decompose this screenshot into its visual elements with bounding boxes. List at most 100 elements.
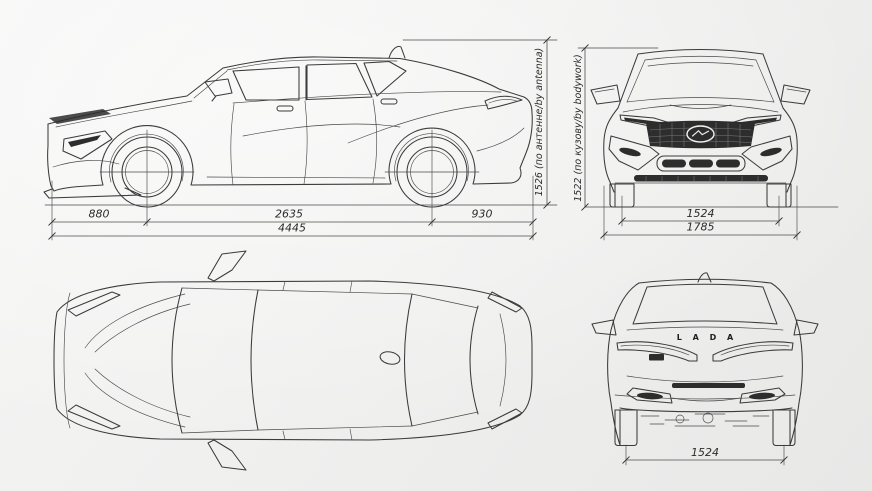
- diffuser-center-arc: [671, 397, 741, 402]
- trunk-badge-text: L A D A: [677, 333, 737, 342]
- headlight-top-left: [67, 291, 121, 317]
- fog-recess-right: [741, 135, 793, 171]
- height-dimension-antenna: 1526 (по антенне/by antenna): [402, 36, 558, 209]
- trunk-cut-arc: [499, 313, 507, 407]
- front-splitter: [43, 187, 142, 199]
- side-view-drawing: 880 2635 930 4445 1526 (по антенне/by an…: [43, 36, 558, 241]
- car-top-outline: [53, 280, 533, 441]
- wheel-left: [614, 409, 638, 447]
- bumper-crease: [52, 160, 120, 168]
- dim-height-antenna: 1526 (по антенне/by antenna): [534, 48, 545, 196]
- diffuser-wing-right: [739, 387, 786, 404]
- hood-line-left: [84, 293, 186, 349]
- car-side-silhouette: [47, 56, 533, 192]
- rear-door-window: [306, 62, 373, 101]
- mirror-left-inner: [594, 88, 615, 93]
- door-cut-rear: [372, 98, 378, 184]
- wheel-right: [772, 409, 796, 447]
- diffuser-wing-left: [626, 387, 673, 404]
- lada-logo-icon: [686, 125, 715, 143]
- bumper-slot: [672, 383, 745, 388]
- body-side-right: [789, 329, 803, 446]
- rear-window-front-arc: [403, 293, 413, 427]
- fog-insert-right: [760, 147, 782, 157]
- door-handle-rear: [380, 98, 398, 105]
- windshield-base-arc: [171, 287, 183, 434]
- roof-antenna-pod: [379, 351, 401, 365]
- height-dimension-body: 1522 (по кузову/by bodywork): [573, 44, 659, 211]
- dim-rear-overhang: 930: [472, 208, 493, 221]
- width-dimensions: 1524 1785: [600, 185, 801, 241]
- roof-antenna-fin: [388, 45, 406, 59]
- hood-crease: [669, 104, 732, 109]
- body-side-left: [603, 107, 619, 193]
- rear-window: [632, 283, 778, 325]
- hood-inner-left: [94, 303, 191, 353]
- cowl-line: [626, 97, 775, 103]
- rear-wheel: [384, 129, 480, 227]
- dim-height-body: 1522 (по кузову/by bodywork): [573, 54, 584, 201]
- haunch-line: [347, 104, 489, 144]
- rear-view-drawing: L A D A 1524: [591, 272, 819, 466]
- fog-recess-left: [608, 135, 660, 171]
- taillight: [484, 95, 523, 110]
- body-side-right: [782, 107, 798, 193]
- sill-line: [206, 176, 386, 179]
- taillight-right: [712, 341, 794, 362]
- drl-insert: [68, 135, 101, 147]
- c-pillar-left: [610, 282, 640, 331]
- dim-overall-width: 1785: [687, 221, 715, 234]
- underbody-details: [640, 412, 770, 427]
- a-pillar-right: [181, 429, 259, 434]
- length-dimensions: 880 2635 930 4445: [48, 175, 537, 241]
- mirror-right-inner: [786, 88, 807, 93]
- door-handle-front: [276, 105, 294, 112]
- front-bumper-seam: [63, 292, 71, 429]
- beltline: [232, 91, 502, 104]
- windshield-top-strip: [644, 55, 757, 67]
- mirror-left: [591, 319, 617, 336]
- mirror-right: [793, 319, 819, 336]
- roof-side-edges: [257, 289, 413, 431]
- rear-bumper-crease: [476, 127, 525, 152]
- side-swoosh: [242, 123, 401, 137]
- roof-line: [638, 278, 772, 284]
- deck-line: [626, 326, 784, 331]
- taillight-top-left-corner: [487, 408, 523, 430]
- shark-fin-antenna: [697, 272, 712, 283]
- door-seam-ticks: [282, 280, 353, 441]
- intake-slot: [689, 159, 713, 168]
- track-dimension: 1524: [622, 444, 788, 466]
- hood-line-right: [84, 372, 186, 428]
- body-side-left: [607, 329, 621, 446]
- roof-front-arc: [250, 289, 259, 431]
- dim-front-overhang: 880: [89, 208, 110, 221]
- reflector-right: [749, 392, 775, 400]
- mirror-bottom: [207, 439, 247, 471]
- hood-cut-line: [55, 100, 193, 128]
- headlight-top-right: [67, 404, 121, 430]
- taillight-left: [616, 341, 698, 362]
- skid-strip: [634, 175, 768, 182]
- front-view-drawing: 1524 1785 1522 (по кузову/by bodywork): [573, 44, 839, 241]
- roof-inner-line: [226, 59, 398, 71]
- taillight-left-inner: [620, 344, 690, 356]
- headlight: [49, 109, 111, 124]
- dim-overall-length: 4445: [278, 222, 306, 235]
- intake-slot: [716, 159, 740, 168]
- mirror-top: [207, 250, 247, 282]
- windshield-line: [193, 70, 228, 99]
- radiator-grille: [646, 120, 755, 149]
- a-pillars: [617, 53, 784, 109]
- model-badge: [649, 354, 664, 361]
- a-pillar-left: [181, 287, 259, 291]
- windshield-sides: [626, 59, 775, 103]
- c-pillar-right: [770, 282, 800, 331]
- taillight-right-inner: [720, 344, 790, 356]
- front-wheel: [99, 129, 195, 227]
- c-pillars: [411, 293, 479, 427]
- lower-intake: [656, 155, 746, 172]
- side-mirror: [204, 78, 233, 102]
- taillight-inner: [488, 99, 518, 104]
- hood-inner-right: [94, 368, 191, 418]
